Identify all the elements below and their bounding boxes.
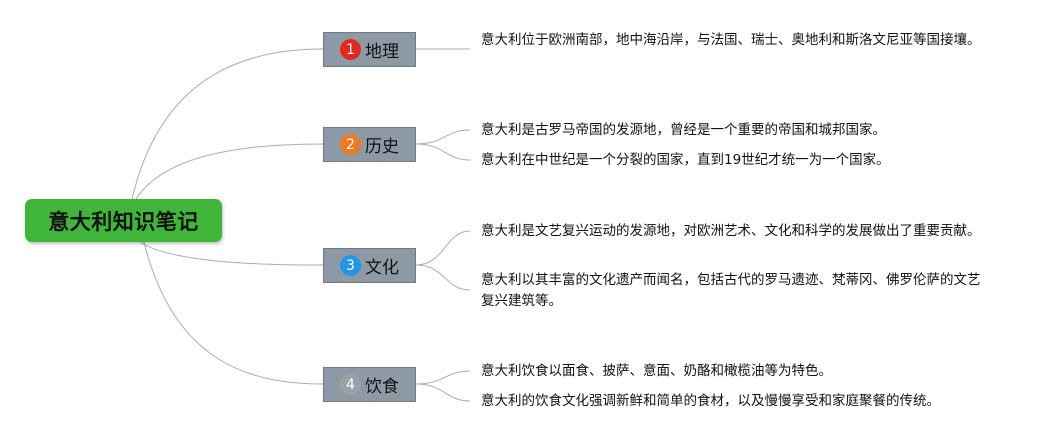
root-to-branch-line — [143, 241, 324, 385]
note-culture-1[interactable]: 意大利是文艺复兴运动的发源地，对欧洲艺术、文化和科学的发展做出了重要贡献。 — [481, 223, 981, 239]
branch-topic-culture[interactable]: 3 文化 — [323, 248, 416, 283]
note-culture-2[interactable]: 意大利以其丰富的文化遗产而闻名，包括古代的罗马遗迹、梵蒂冈、佛罗伦萨的文艺复兴建… — [481, 272, 981, 309]
branch-to-note-line — [415, 143, 471, 161]
branch-label: 地理 — [365, 42, 399, 62]
branch-to-note-line — [415, 264, 471, 291]
branch-label: 历史 — [365, 137, 399, 157]
branch-label: 饮食 — [365, 377, 399, 397]
number-3-icon: 3 — [340, 255, 361, 276]
number-2-icon: 2 — [340, 134, 361, 155]
root-to-branch-line — [135, 143, 324, 200]
note-history-1[interactable]: 意大利是古罗马帝国的发源地，曾经是一个重要的帝国和城邦国家。 — [481, 122, 886, 138]
number-1-icon: 1 — [340, 39, 361, 60]
number-4-icon: 4 — [340, 374, 361, 395]
branch-topic-history[interactable]: 2 历史 — [323, 127, 416, 162]
root-to-branch-line — [131, 48, 324, 200]
root-topic[interactable]: 意大利知识笔记 — [25, 199, 222, 242]
note-geography-1[interactable]: 意大利位于欧洲南部，地中海沿岸，与法国、瑞士、奥地利和斯洛文尼亚等国接壤。 — [481, 32, 981, 48]
note-history-2[interactable]: 意大利在中世纪是一个分裂的国家，直到19世纪才统一为一个国家。 — [481, 152, 890, 168]
branch-label: 文化 — [365, 258, 399, 278]
branch-to-note-line — [415, 370, 471, 385]
branch-topic-food[interactable]: 4 饮食 — [323, 367, 416, 402]
branch-topic-geography[interactable]: 1 地理 — [323, 32, 416, 67]
note-food-2[interactable]: 意大利的饮食文化强调新鲜和简单的食材，以及慢慢享受和家庭聚餐的传统。 — [481, 393, 940, 409]
branch-to-note-line — [415, 230, 471, 266]
branch-to-note-line — [415, 129, 471, 145]
branch-to-note-line — [415, 383, 471, 402]
root-to-branch-line — [139, 241, 324, 266]
note-food-1[interactable]: 意大利饮食以面食、披萨、意面、奶酪和橄榄油等为特色。 — [481, 363, 832, 379]
